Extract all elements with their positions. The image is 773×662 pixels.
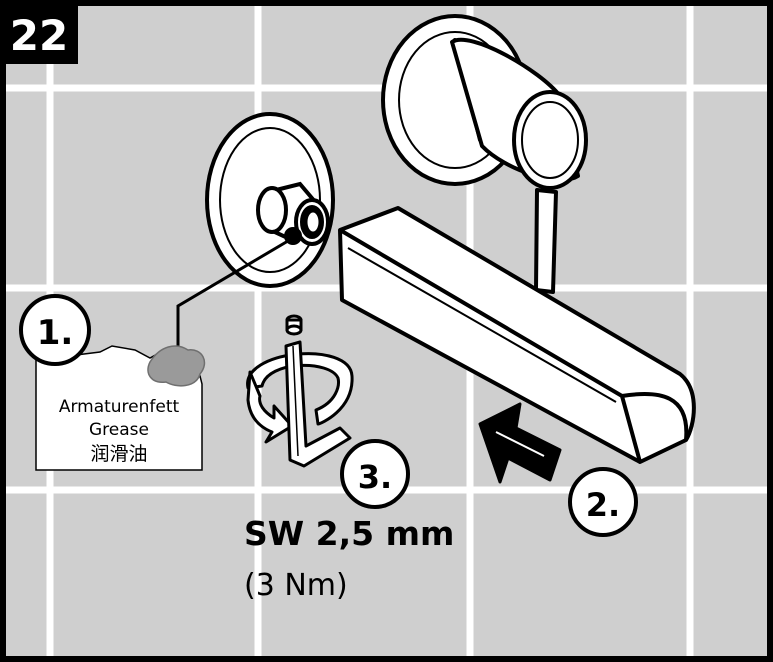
step-number: 22	[10, 11, 68, 60]
wall-rosette	[205, 112, 335, 288]
step-3-label: 3.	[358, 458, 392, 496]
grease-callout: Armaturenfett Grease 润滑油	[35, 345, 206, 471]
mixer-handle	[381, 14, 588, 294]
step-number-badge: 22	[0, 0, 78, 64]
step-2-label: 2.	[586, 486, 620, 524]
step-2-badge: 2.	[568, 467, 638, 537]
tool-size-label: SW 2,5 mm	[244, 514, 454, 553]
torque-label: (3 Nm)	[244, 568, 348, 603]
grease-blob	[147, 345, 206, 387]
grease-label-en: Grease	[89, 420, 149, 440]
grease-label-de: Armaturenfett	[59, 397, 180, 417]
step-3-badge: 3.	[340, 439, 410, 509]
push-arrow-icon	[478, 402, 562, 484]
spout	[338, 206, 696, 464]
hex-key-icon	[284, 314, 352, 468]
grease-leader-line	[176, 236, 294, 355]
step-1-label: 1.	[37, 313, 74, 353]
step-1-badge: 1.	[19, 294, 91, 366]
grease-label-zh: 润滑油	[90, 443, 147, 465]
